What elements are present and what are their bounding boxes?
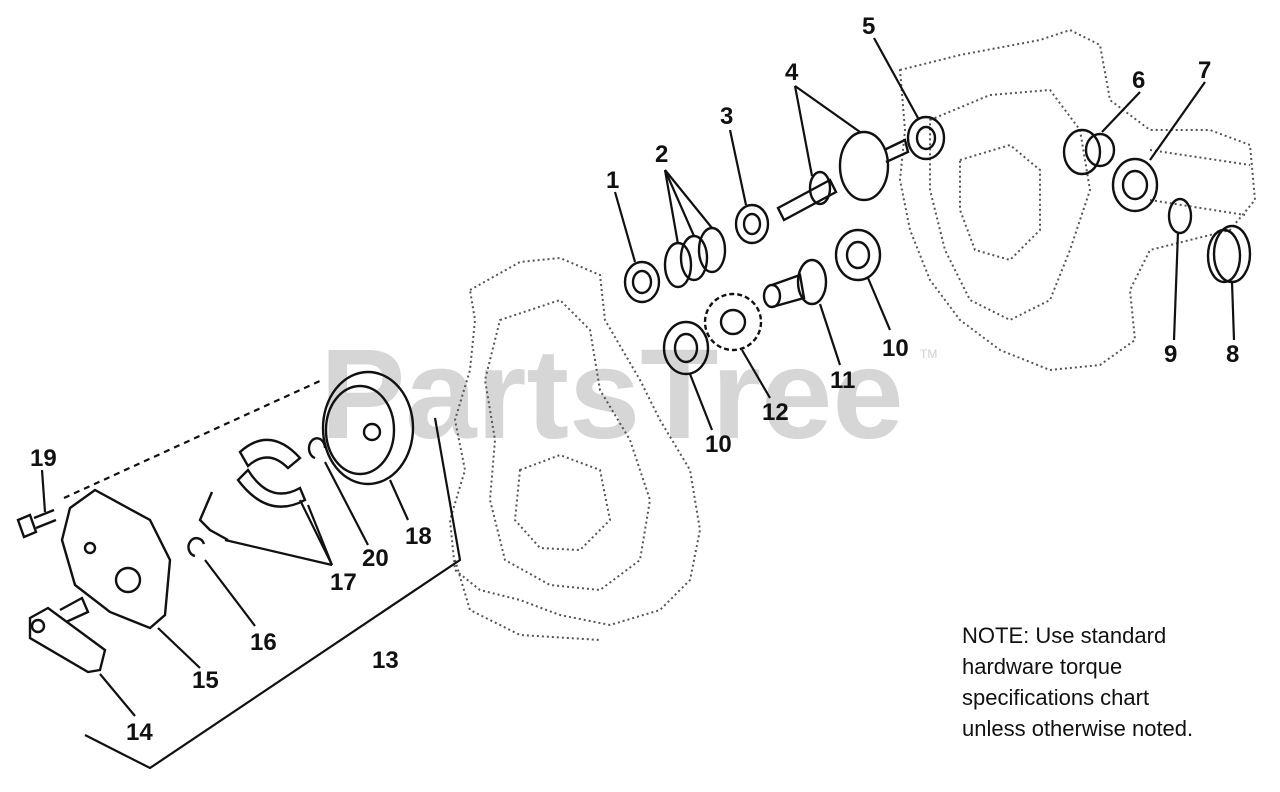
cover-plate-part-15 xyxy=(60,488,172,630)
snap-ring-part-9 xyxy=(1167,197,1193,235)
assembly-bracket-13 xyxy=(63,378,462,770)
callout-10-lower: 10 xyxy=(705,431,732,458)
callout-8: 8 xyxy=(1226,341,1239,368)
gear-part-6 xyxy=(1062,128,1116,176)
retaining-ring-part-20 xyxy=(307,437,327,460)
callout-10-upper: 10 xyxy=(882,335,909,362)
note-line-1: NOTE: Use standard xyxy=(962,623,1167,648)
bolt-part-19 xyxy=(16,508,57,539)
retaining-ring-part-16 xyxy=(187,537,206,558)
callout-9: 9 xyxy=(1164,341,1177,368)
bearing-part-5 xyxy=(906,115,946,161)
callout-16: 16 xyxy=(250,629,277,656)
callout-4: 4 xyxy=(785,59,799,86)
callout-13: 13 xyxy=(372,647,399,674)
gear-shaft-part-4 xyxy=(776,130,910,222)
note-line-3: specifications chart xyxy=(962,685,1150,710)
callout-18: 18 xyxy=(405,523,432,550)
bearing-part-7 xyxy=(1111,157,1159,213)
bearing-part-1 xyxy=(623,260,661,304)
torque-note: NOTE: Use standard hardware torque speci… xyxy=(962,620,1262,744)
callout-14: 14 xyxy=(126,719,153,746)
lever-part-14 xyxy=(28,596,107,674)
bearing-part-3 xyxy=(734,203,770,245)
brake-drum-part-18 xyxy=(321,370,415,486)
callout-5: 5 xyxy=(862,13,875,40)
callout-2: 2 xyxy=(655,141,668,168)
callout-19: 19 xyxy=(30,445,57,472)
callout-12: 12 xyxy=(762,399,789,426)
callout-6: 6 xyxy=(1132,67,1145,94)
callout-3: 3 xyxy=(720,103,733,130)
watermark-text: PartsTree xyxy=(320,323,904,466)
bushing-part-8 xyxy=(1206,224,1252,284)
bearing-part-10-upper xyxy=(834,228,882,282)
callout-labels: 1 2 3 4 5 6 7 8 9 10 10 11 12 13 14 15 1… xyxy=(30,13,1239,746)
bearing-part-10-lower xyxy=(662,320,710,376)
callout-17: 17 xyxy=(330,569,357,596)
callout-11: 11 xyxy=(830,367,855,394)
callout-1: 1 xyxy=(606,167,619,194)
brake-shoes-part-17 xyxy=(198,438,307,542)
note-line-4: unless otherwise noted. xyxy=(962,716,1194,741)
callout-20: 20 xyxy=(362,545,389,572)
leader-lines xyxy=(40,37,1236,717)
housing-left-phantom xyxy=(448,256,702,641)
spring-set-part-2 xyxy=(663,226,727,289)
note-line-2: hardware torque xyxy=(962,654,1123,679)
sprocket-part-12 xyxy=(703,292,763,352)
callout-15: 15 xyxy=(192,667,219,694)
watermark-trademark: TM xyxy=(920,347,937,361)
pinion-shaft-part-11 xyxy=(762,258,828,309)
housing-right-phantom xyxy=(898,28,1257,372)
callout-7: 7 xyxy=(1198,57,1211,84)
